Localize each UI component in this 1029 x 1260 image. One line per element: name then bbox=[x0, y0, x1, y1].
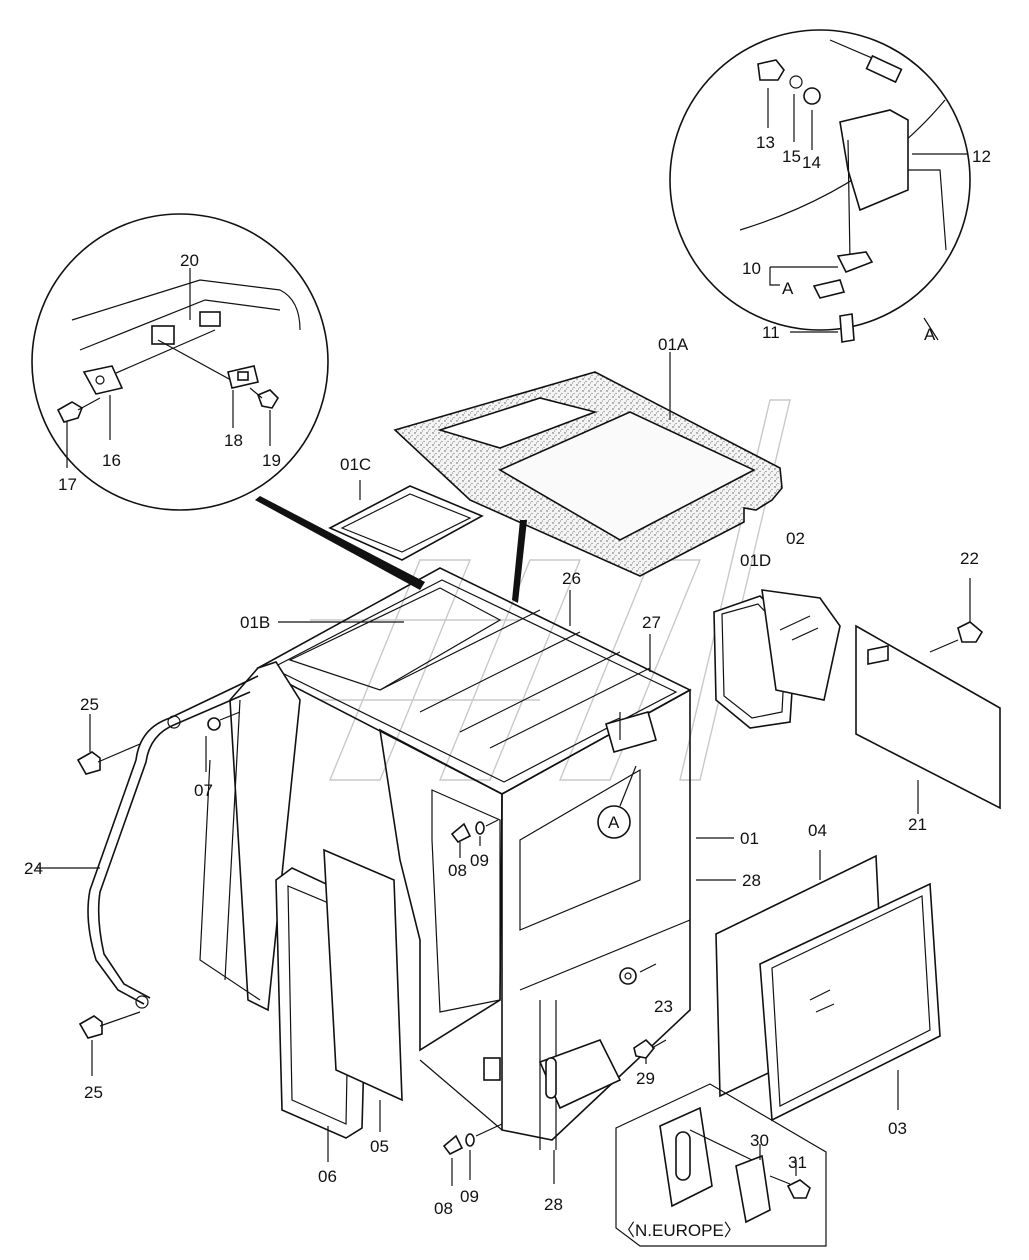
grab-handle-24 bbox=[36, 675, 259, 1009]
label-09-upper: 09 bbox=[470, 851, 489, 870]
watermark bbox=[310, 399, 791, 781]
washer-09-upper bbox=[475, 819, 499, 846]
washer-09-lower bbox=[465, 1123, 503, 1180]
label-29: 29 bbox=[636, 1069, 655, 1088]
label-01B: 01B bbox=[240, 613, 270, 632]
detail-a-title: A bbox=[924, 325, 936, 344]
detail-circle-left bbox=[31, 213, 329, 511]
label-25-lower: 25 bbox=[84, 1083, 103, 1102]
label-16: 16 bbox=[102, 451, 121, 470]
label-11: 11 bbox=[762, 323, 780, 342]
bolt-25-lower bbox=[78, 1011, 141, 1076]
leader-detail-left bbox=[255, 496, 425, 590]
label-01A: 01A bbox=[658, 335, 689, 354]
label-08-lower: 08 bbox=[434, 1199, 453, 1218]
label-14: 14 bbox=[802, 153, 821, 172]
label-06: 06 bbox=[318, 1167, 337, 1186]
part-labels-right-detail: 13 15 14 12 10 A 11 A bbox=[742, 133, 991, 344]
variant-inset bbox=[615, 1083, 827, 1247]
label-28-lower: 28 bbox=[544, 1195, 563, 1214]
plug-22 bbox=[929, 578, 984, 653]
label-24: 24 bbox=[24, 859, 43, 878]
grommet-23 bbox=[619, 963, 657, 985]
glass-02 bbox=[761, 589, 841, 701]
label-08-upper: 08 bbox=[448, 861, 467, 880]
label-03: 03 bbox=[888, 1119, 907, 1138]
detail-a-marker: A bbox=[597, 765, 637, 839]
seal-01C bbox=[328, 480, 484, 561]
label-23: 23 bbox=[654, 997, 673, 1016]
label-27: 27 bbox=[642, 613, 661, 632]
part-labels-left-detail: 20 16 17 18 19 bbox=[58, 251, 281, 494]
bolt-25-upper bbox=[76, 714, 141, 775]
label-31: 31 bbox=[788, 1153, 807, 1172]
label-04: 04 bbox=[808, 821, 827, 840]
label-13: 13 bbox=[756, 133, 775, 152]
label-21: 21 bbox=[908, 815, 927, 834]
variant-label: 〈N.EUROPE〉 bbox=[618, 1221, 741, 1240]
detail-a-marker-text: A bbox=[608, 813, 620, 832]
frame-labels: 01 01B 26 27 28 bbox=[240, 569, 761, 890]
label-22: 22 bbox=[960, 549, 979, 568]
label-26: 26 bbox=[562, 569, 581, 588]
label-02: 02 bbox=[786, 529, 805, 548]
bolt-29 bbox=[633, 1038, 667, 1064]
screw-08-lower bbox=[442, 1134, 464, 1186]
bolt-07 bbox=[205, 711, 241, 772]
glass-05 bbox=[323, 848, 403, 1132]
detail-a-pointer: A bbox=[782, 279, 794, 298]
label-01C: 01C bbox=[340, 455, 371, 474]
label-17: 17 bbox=[58, 475, 77, 494]
label-20: 20 bbox=[180, 251, 199, 270]
label-07: 07 bbox=[194, 781, 213, 800]
label-09-lower: 09 bbox=[460, 1187, 479, 1206]
label-25-upper: 25 bbox=[80, 695, 99, 714]
label-15: 15 bbox=[782, 147, 801, 166]
label-19: 19 bbox=[262, 451, 281, 470]
leader-detail-a bbox=[512, 520, 527, 603]
label-01: 01 bbox=[740, 829, 759, 848]
label-05: 05 bbox=[370, 1137, 389, 1156]
roof-liner-01A bbox=[393, 352, 783, 577]
label-10: 10 bbox=[742, 259, 761, 278]
label-30: 30 bbox=[750, 1131, 769, 1150]
label-01D: 01D bbox=[740, 551, 771, 570]
seal-03 bbox=[759, 882, 941, 1122]
detail-circle-right bbox=[669, 29, 971, 343]
cab-frame-01 bbox=[199, 567, 692, 1150]
label-12: 12 bbox=[972, 147, 991, 166]
label-18: 18 bbox=[224, 431, 243, 450]
panel-21 bbox=[855, 624, 1001, 814]
screw-08-upper bbox=[450, 822, 472, 858]
label-28-top: 28 bbox=[742, 871, 761, 890]
